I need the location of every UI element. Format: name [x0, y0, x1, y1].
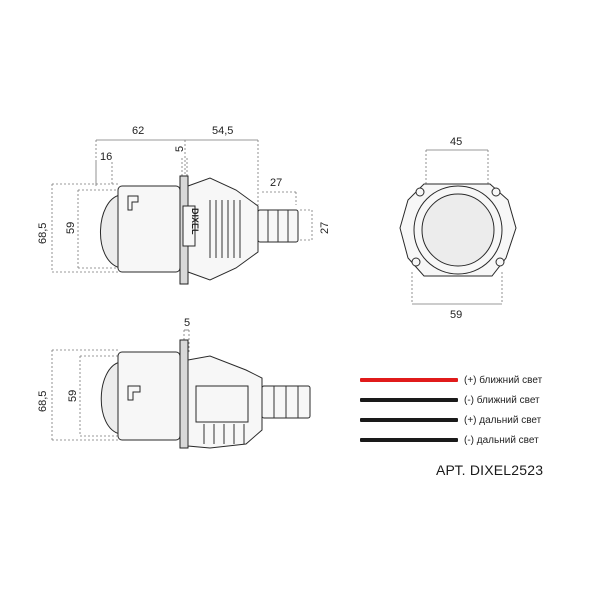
- mount-hole-bl: [411, 257, 421, 267]
- lens-housing-bottom: [117, 351, 181, 441]
- dim-16: 16: [100, 151, 112, 163]
- mount-hole-br: [495, 257, 505, 267]
- front-lens: [421, 193, 495, 267]
- wire-swatch-black: [360, 438, 458, 442]
- wire-swatch-black: [360, 418, 458, 422]
- legend-row-high-beam-minus: (-) дальний свет: [360, 430, 590, 450]
- flange-bottom: [179, 339, 189, 449]
- housing-bracket-bottom: [127, 385, 141, 401]
- wire-swatch-red: [360, 378, 458, 382]
- front-view: 45 59: [399, 136, 517, 321]
- legend-label: (+) ближний свет: [464, 374, 543, 386]
- side-view-bottom: 5 68,5 59: [37, 317, 311, 449]
- side-view-top: DIXEL 62 54,5 16 5 68,5 59 27 27: [37, 125, 331, 285]
- wire-swatch-black: [360, 398, 458, 402]
- heatsink-fins-bottom: [203, 424, 245, 444]
- legend-row-high-beam-plus: (+) дальний свет: [360, 410, 590, 430]
- wire-legend: (+) ближний свет (-) ближний свет (+) да…: [360, 370, 590, 450]
- lens-housing-top: [117, 185, 181, 273]
- dim-68-5-top: 68,5: [37, 223, 49, 244]
- mount-hole-tr: [491, 187, 501, 197]
- module-brand-label: DIXEL: [190, 208, 200, 235]
- lens-dome-bottom: [100, 361, 121, 435]
- dim-27-horizontal: 27: [270, 177, 282, 189]
- dim-59-bottom: 59: [67, 390, 79, 402]
- legend-row-low-beam-minus: (-) ближний свет: [360, 390, 590, 410]
- dim-59-front: 59: [450, 309, 462, 321]
- dim-45: 45: [450, 136, 462, 148]
- dim-54-5: 54,5: [212, 125, 233, 137]
- brand-plate: [182, 205, 196, 247]
- housing-bracket-top: [127, 195, 139, 211]
- dim-5-bottom: 5: [184, 317, 190, 329]
- lens-dome-top: [100, 194, 121, 269]
- driver-board: [195, 385, 249, 423]
- legend-row-low-beam-plus: (+) ближний свет: [360, 370, 590, 390]
- heatsink-fins-top: [209, 200, 241, 258]
- dim-27-vertical: 27: [319, 222, 331, 234]
- dim-5-top: 5: [174, 146, 186, 152]
- legend-label: (+) дальний свет: [464, 414, 542, 426]
- mount-hole-tl: [415, 187, 425, 197]
- dim-62: 62: [132, 125, 144, 137]
- dim-59-top: 59: [65, 222, 77, 234]
- dim-68-5-bottom: 68,5: [37, 391, 49, 412]
- article-number: АРТ. DIXEL2523: [436, 462, 544, 478]
- legend-label: (-) ближний свет: [464, 394, 540, 406]
- legend-label: (-) дальний свет: [464, 434, 539, 446]
